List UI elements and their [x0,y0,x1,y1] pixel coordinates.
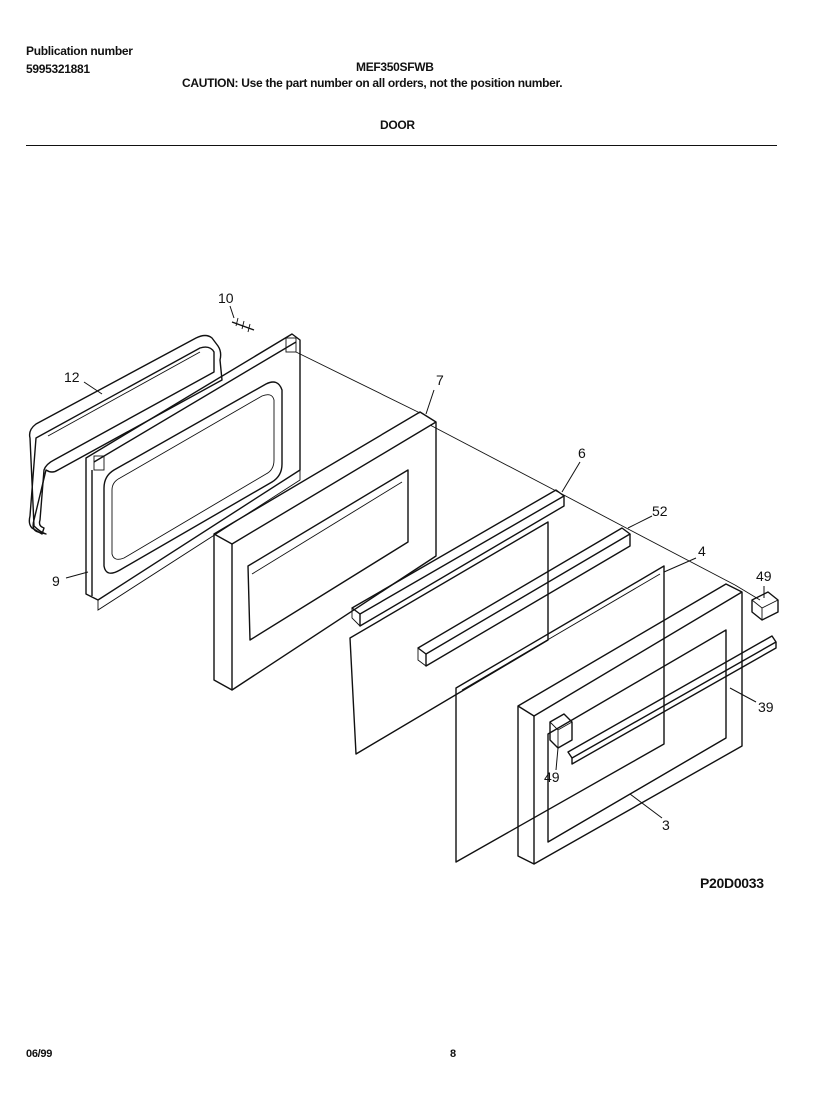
door-frame [517,583,743,865]
model-number: MEF350SFWB [356,60,434,74]
publication-number: 5995321881 [26,62,90,76]
section-title: DOOR [380,118,415,132]
screw [231,317,255,333]
callout-4: 4 [698,543,706,559]
caution-note: CAUTION: Use the part number on all orde… [182,76,563,90]
alignment-lines [295,351,761,601]
outer-door-panel [213,411,437,691]
diagram-code: P20D0033 [700,875,764,891]
handle-end-cap-right [751,591,779,621]
callout-7: 7 [436,372,444,388]
publication-date: 06/99 [26,1048,53,1060]
callout-52: 52 [652,503,668,519]
top-door-channel [351,489,565,627]
publication-number-label: Publication number [26,44,133,58]
door-handle [567,635,777,765]
glass-retainer-channel [417,527,631,667]
callout-49-left: 49 [544,769,560,785]
door-glass [455,565,665,863]
callout-12: 12 [64,369,80,385]
callout-10: 10 [218,290,234,306]
callout-9: 9 [52,573,60,589]
header-rule [26,145,777,146]
callout-6: 6 [578,445,586,461]
callout-39: 39 [758,699,774,715]
page-number: 8 [450,1048,456,1060]
callout-49-right: 49 [756,568,772,584]
leader-lines [65,305,765,819]
inner-door-liner [85,333,301,611]
handle-end-cap-left [549,713,573,749]
callout-3: 3 [662,817,670,833]
